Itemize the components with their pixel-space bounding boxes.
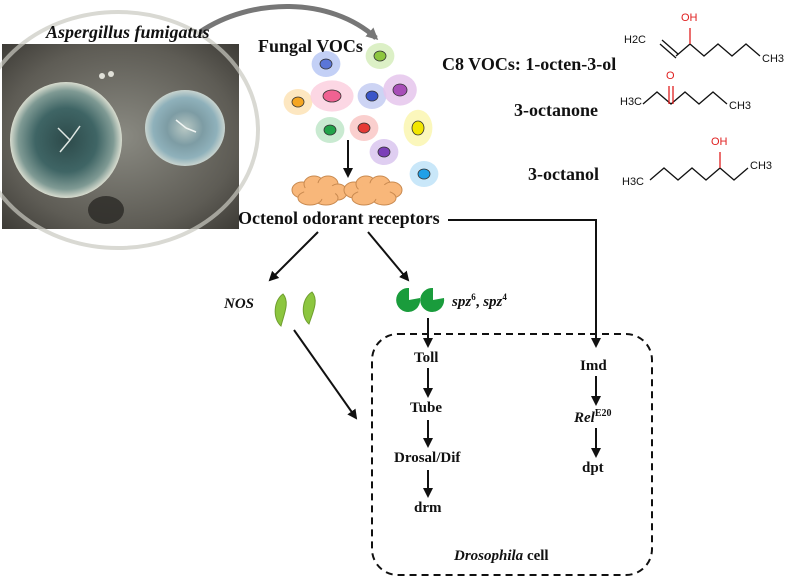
imd-label: Imd [580, 358, 607, 374]
chem-structure-2 [642, 86, 728, 105]
arrow-to-spz [367, 231, 410, 282]
compound-3-name: 3-octanol [528, 164, 599, 184]
voc-dot [411, 120, 425, 136]
toll-label: Toll [414, 350, 439, 366]
spz2-sup: 4 [502, 292, 507, 302]
spz1-sup: 6 [471, 292, 476, 302]
drosophila-cell-boundary [371, 333, 653, 576]
receptor-cloud-left [291, 175, 348, 206]
nos-shapes [274, 291, 316, 327]
voc-dot [322, 89, 342, 103]
curved-arrow [198, 4, 379, 41]
voc-dot [392, 83, 408, 97]
chem1-h2c: H2C [624, 34, 647, 46]
voc-dot [319, 58, 333, 70]
rel-text: Rel [574, 410, 595, 426]
spz-shape-left [396, 287, 421, 312]
spz-shapes [396, 287, 445, 312]
cell-italic: Drosophila [454, 548, 524, 564]
arrows [268, 140, 601, 498]
arrow-to-imd [448, 219, 601, 348]
chem2-ch3: CH3 [729, 100, 752, 112]
organism-label: Aspergillus fumigatus [46, 22, 210, 42]
voc-dot [323, 124, 337, 136]
petri-dish-photo [0, 10, 260, 250]
voc-dot [291, 96, 305, 108]
spz1-text: spz [452, 294, 472, 310]
spz2-text: spz [483, 294, 503, 310]
fungal-vocs-label: Fungal VOCs [258, 36, 363, 56]
voc-dot [377, 146, 391, 158]
c8-vocs-prefix: C8 VOCs: [442, 54, 521, 74]
receptor-clouds [291, 175, 403, 206]
c8-vocs-heading: C8 VOCs: 1-octen-3-ol [442, 54, 616, 75]
dpt-label: dpt [582, 460, 604, 476]
compound-1-name: 1-octen-3-ol [525, 54, 617, 74]
chem1-ch3: CH3 [762, 53, 785, 65]
chem3-h3c: H3C [622, 176, 645, 188]
voc-cloud [283, 43, 439, 187]
drm-label: drm [414, 500, 442, 516]
receptor-cloud-right [343, 175, 403, 206]
rel-sup: E20 [594, 408, 612, 419]
nos-label: NOS [224, 296, 255, 312]
chem2-o: O [666, 70, 675, 82]
spz-label: spz6, spz4 [452, 292, 507, 311]
nos-leaf-left [274, 293, 287, 327]
cell-label: Drosophila cell [454, 548, 549, 565]
voc-dot [373, 50, 387, 62]
nos-leaf-right [302, 291, 316, 325]
chem1-oh: OH [681, 12, 698, 24]
chem-structure-1 [659, 28, 761, 59]
arrow-nos-to-cell [293, 329, 358, 420]
chem2-h3c: H3C [620, 96, 643, 108]
voc-dot [357, 122, 371, 134]
compound-2-name: 3-octanone [514, 100, 598, 120]
voc-dot [365, 90, 379, 102]
arrow-to-nos [268, 231, 319, 282]
rel-label: RelE20 [574, 408, 612, 427]
spz-separator: , [475, 294, 484, 310]
receptors-label: Octenol odorant receptors [238, 208, 440, 228]
colony-large [10, 82, 122, 198]
chem3-ch3: CH3 [750, 160, 773, 172]
tube-label: Tube [410, 400, 442, 416]
chem3-oh: OH [711, 136, 728, 148]
spz-shape-right [420, 287, 445, 312]
chem-structure-3 [649, 152, 749, 181]
drosal-dif-label: Drosal/Dif [394, 450, 461, 466]
cell-word: cell [523, 548, 549, 564]
voc-dot [417, 168, 431, 180]
